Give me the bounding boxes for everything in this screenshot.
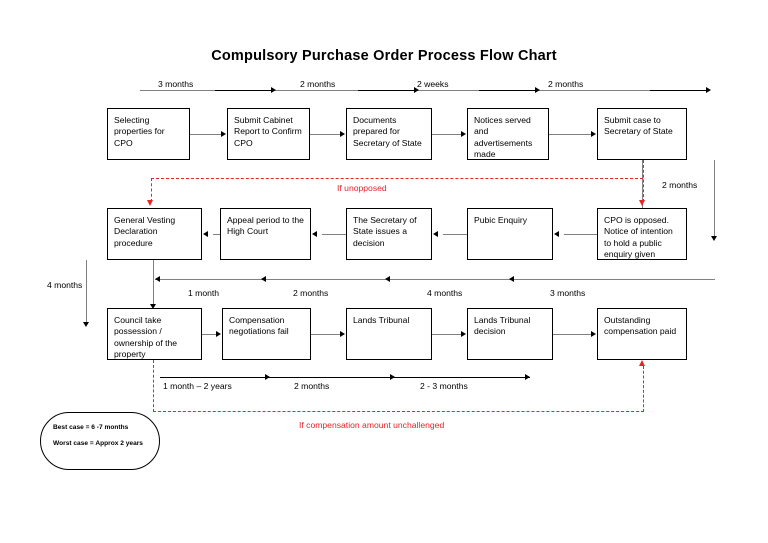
row1-timeline-seg-2: [479, 90, 535, 91]
row2-to-row3-arrow: [149, 304, 156, 309]
row2-duration-2: 4 months: [427, 288, 463, 298]
row1-timeline-seg-1: [358, 90, 414, 91]
row3-connector-arrow-0: [216, 330, 221, 337]
if-unopposed-dashed-vertical-left: [151, 178, 152, 202]
row3-timeline-rule: [160, 377, 530, 378]
if-unopposed-arrow-right: [639, 200, 646, 206]
node-outstanding-compensation-paid[interactable]: Outstanding compensation paid: [597, 308, 687, 360]
row2-duration-3: 3 months: [550, 288, 586, 298]
row1-connector-arrow-2: [461, 130, 466, 137]
row3-connector-arrow-3: [591, 330, 596, 337]
if-unopposed-dashed-vertical-right: [643, 160, 644, 202]
row1-connector-1: [310, 134, 340, 135]
row3-connector-arrow-2: [461, 330, 466, 337]
if-unchallenged-dashed-horizontal: [153, 411, 644, 412]
row3-timeline-arrow-1: [390, 373, 395, 380]
row2-timeline-arrow-3: [509, 275, 514, 282]
node-submit-case-sos[interactable]: Submit case to Secretary of State: [597, 108, 687, 160]
row1-connector-arrow-3: [591, 130, 596, 137]
node-cpo-opposed[interactable]: CPO is opposed. Notice of intention to h…: [597, 208, 687, 260]
legend-best-case: Best case = 6 -7 months: [53, 424, 129, 431]
row3-timeline-arrow-2: [525, 373, 530, 380]
if-unchallenged-arrow-up: [639, 360, 646, 366]
row3-duration-0: 1 month – 2 years: [163, 381, 232, 391]
row2-timeline-arrow-1: [261, 275, 266, 282]
if-unopposed-arrow-left: [147, 200, 154, 206]
row1-timeline-arrow-3: [706, 86, 711, 93]
row2-connector-1: [322, 234, 346, 235]
row3-connector-3: [553, 334, 591, 335]
node-selecting-properties[interactable]: Selecting properties for CPO: [107, 108, 190, 160]
left-vertical-duration-line: [86, 260, 87, 322]
node-notices-served[interactable]: Notices served and advertisements made: [467, 108, 549, 160]
node-council-take-possession[interactable]: Council take possession / ownership of t…: [107, 308, 202, 360]
row1-duration-3: 2 months: [548, 79, 584, 89]
row3-connector-1: [311, 334, 340, 335]
row1-connector-3: [549, 134, 591, 135]
row1-timeline-seg-3: [650, 90, 706, 91]
row1-connector-0: [190, 134, 221, 135]
row2-connector-arrow-3: [554, 230, 559, 237]
row2-duration-1: 2 months: [293, 288, 329, 298]
node-lands-tribunal[interactable]: Lands Tribunal: [346, 308, 432, 360]
node-public-enquiry[interactable]: Pubic Enquiry: [467, 208, 553, 260]
node-compensation-negotiations-fail[interactable]: Compensation negotiations fail: [222, 308, 311, 360]
row2-connector-arrow-0: [203, 230, 208, 237]
left-vertical-duration-label: 4 months: [47, 280, 83, 290]
legend-worst-case: Worst case = Approx 2 years: [53, 440, 143, 447]
row2-connector-3: [564, 234, 597, 235]
row1-duration-2: 2 weeks: [417, 79, 449, 89]
row1-connector-2: [432, 134, 461, 135]
node-sos-issues-decision[interactable]: The Secretary of State issues a decision: [346, 208, 432, 260]
node-submit-cabinet-report[interactable]: Submit Cabinet Report to Confirm CPO: [227, 108, 310, 160]
row2-connector-2: [443, 234, 467, 235]
node-appeal-period-high-court[interactable]: Appeal period to the High Court: [220, 208, 311, 260]
row2-to-row3-drop: [153, 260, 154, 304]
if-unchallenged-dashed-vertical-right: [643, 366, 644, 412]
node-general-vesting-declaration[interactable]: General Vesting Declaration procedure: [107, 208, 202, 260]
if-unchallenged-label: If compensation amount unchallenged: [299, 420, 445, 430]
row3-connector-arrow-1: [340, 330, 345, 337]
row1-duration-1: 2 months: [300, 79, 336, 89]
left-vertical-duration-arrow: [82, 322, 89, 327]
node-lands-tribunal-decision[interactable]: Lands Tribunal decision: [467, 308, 553, 360]
row1-timeline-rule: [140, 90, 710, 91]
row1-connector-arrow-1: [340, 130, 345, 137]
row2-duration-0: 1 month: [188, 288, 220, 298]
row2-connector-arrow-1: [312, 230, 317, 237]
row1-connector-arrow-0: [221, 130, 226, 137]
row3-duration-2: 2 - 3 months: [420, 381, 468, 391]
row1-timeline-arrow-0: [271, 86, 276, 93]
if-unchallenged-dashed-vertical-left: [153, 360, 154, 412]
if-unopposed-label: If unopposed: [337, 183, 387, 193]
right-vertical-duration-label: 2 months: [662, 180, 698, 190]
row2-connector-0: [213, 234, 220, 235]
row2-timeline-rule: [155, 279, 715, 280]
if-unopposed-dashed-horizontal: [151, 178, 643, 179]
row1-timeline-arrow-1: [414, 86, 419, 93]
row3-connector-0: [202, 334, 216, 335]
row3-timeline-arrow-0: [265, 373, 270, 380]
row1-timeline-arrow-2: [535, 86, 540, 93]
node-documents-prepared[interactable]: Documents prepared for Secretary of Stat…: [346, 108, 432, 160]
row3-connector-2: [432, 334, 461, 335]
right-vertical-duration-line: [714, 160, 715, 236]
row2-connector-arrow-2: [433, 230, 438, 237]
legend-box: Best case = 6 -7 months Worst case = App…: [40, 412, 160, 470]
row2-timeline-arrow-2: [385, 275, 390, 282]
row3-duration-1: 2 months: [294, 381, 330, 391]
row1-to-row2-drop: [642, 160, 643, 208]
page-title: Compulsory Purchase Order Process Flow C…: [211, 48, 557, 64]
row1-duration-0: 3 months: [158, 79, 194, 89]
right-vertical-duration-arrow: [710, 236, 717, 241]
row1-timeline-seg-0: [215, 90, 271, 91]
row2-timeline-arrow-0: [155, 275, 160, 282]
